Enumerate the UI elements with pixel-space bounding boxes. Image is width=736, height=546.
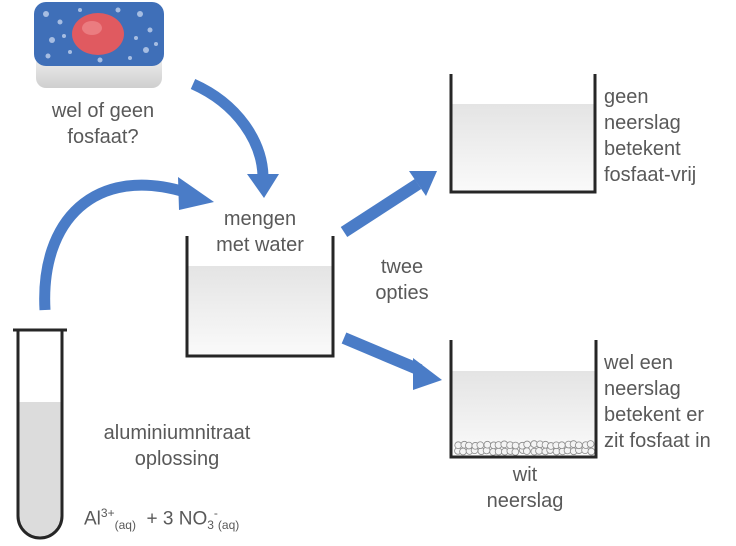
- beaker-precipitate-icon: [449, 340, 598, 459]
- formula-nitrate: + 3 NO: [146, 508, 208, 530]
- precipitate-particle: [459, 447, 467, 456]
- test-tube-icon: [13, 328, 67, 540]
- tablet-question-label: wel of geen fosfaat?: [38, 98, 168, 150]
- no-precipitate-text: geen neerslag betekent fosfaat-vrij: [604, 86, 697, 186]
- precipitate-particle: [586, 440, 595, 448]
- formula-nitrate-charge: -: [213, 506, 218, 520]
- tablet-red-dot: [72, 13, 124, 55]
- precipitate-particle: [511, 448, 520, 456]
- formula-al-state: (aq): [114, 518, 136, 533]
- precipitate-particle: [587, 447, 596, 456]
- white-precipitate: [454, 440, 596, 456]
- mixing-beaker-icon: [185, 236, 335, 358]
- beaker-no-precipitate-icon: [449, 74, 597, 194]
- precipitate-particle: [483, 440, 492, 449]
- reagent-formula: Al3+(aq) + 3 NO3-(aq): [84, 506, 239, 532]
- arrow-tablet-to-beaker: [190, 78, 279, 198]
- formula-al-charge: 3+: [100, 506, 115, 520]
- reagent-label: aluminiumnitraat oplossing: [82, 420, 272, 472]
- formula-al: Al: [84, 508, 101, 530]
- options-text: twee opties: [375, 256, 429, 304]
- mix-beaker-label: mengen met water: [190, 206, 330, 258]
- precipitate-particle: [523, 440, 531, 449]
- white-precipitate-text: wit neerslag: [486, 464, 564, 512]
- no-precipitate-label: geen neerslag betekent fosfaat-vrij: [604, 84, 696, 188]
- options-label: twee opties: [362, 254, 442, 306]
- precipitate-particle: [511, 441, 520, 450]
- formula-nitrate-sub: 3: [207, 518, 214, 533]
- formula-nitrate-state: (aq): [217, 518, 240, 533]
- arrow-reagent-to-beaker: [39, 177, 214, 311]
- mix-beaker-text: mengen met water: [216, 208, 304, 256]
- white-precipitate-label: wit neerslag: [470, 462, 580, 514]
- precipitate-text: wel een neerslag betekent er zit fosfaat…: [604, 352, 711, 452]
- precipitate-particle: [558, 441, 566, 450]
- tablet-question-text: wel of geen fosfaat?: [51, 100, 155, 148]
- dishwasher-tablet-icon: [34, 2, 164, 88]
- precipitate-particle: [476, 441, 485, 449]
- precipitate-label: wel een neerslag betekent er zit fosfaat…: [604, 350, 711, 454]
- precipitate-particle: [535, 447, 543, 455]
- precipitate-particle: [465, 441, 473, 450]
- precipitate-particle: [575, 441, 583, 450]
- arrow-to-no-precipitate: [340, 171, 437, 238]
- arrow-to-precipitate: [341, 332, 442, 390]
- tablet-speckles: [43, 7, 158, 63]
- reagent-text: aluminiumnitraat oplossing: [103, 422, 251, 470]
